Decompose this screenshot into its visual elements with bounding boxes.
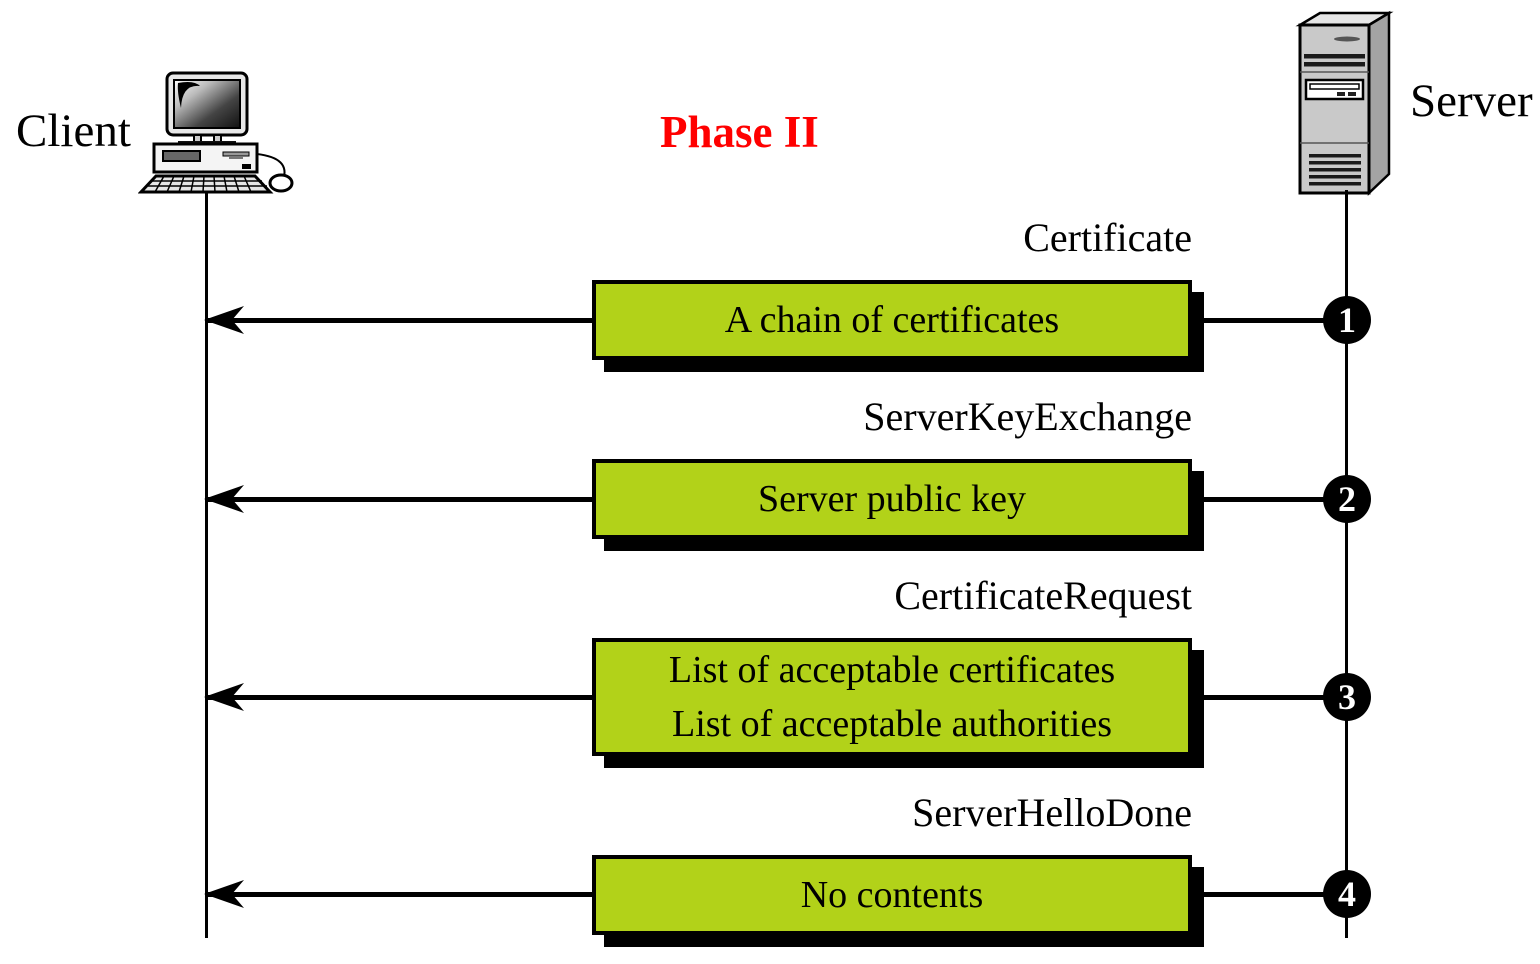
message-content: List of acceptable authorities — [672, 703, 1112, 745]
message-content: List of acceptable certificates — [668, 649, 1116, 691]
arrow-line-left-4 — [207, 892, 592, 897]
message-box-certificate: A chain of certificates — [592, 280, 1192, 360]
client-lifeline — [205, 192, 208, 938]
message-number-badge-3: 3 — [1323, 673, 1371, 721]
client-computer-icon — [137, 56, 303, 201]
connector-line-right-1 — [1202, 318, 1324, 323]
left-arrowhead-icon — [204, 880, 244, 908]
arrow-line-left-1 — [207, 318, 592, 323]
left-arrowhead-icon — [204, 306, 244, 334]
message-content: No contents — [800, 874, 984, 916]
connector-line-right-2 — [1202, 497, 1324, 502]
message-box-certificaterequest: List of acceptable certificates List of … — [592, 638, 1192, 756]
message-number-badge-1: 1 — [1323, 296, 1371, 344]
message-box-serverkeyexchange: Server public key — [592, 459, 1192, 539]
message-number-badge-4: 4 — [1323, 870, 1371, 918]
server-tower-icon — [1290, 8, 1395, 203]
connector-line-right-3 — [1202, 695, 1324, 700]
left-arrowhead-icon — [204, 683, 244, 711]
phase-title: Phase II — [660, 107, 819, 157]
message-number-badge-2: 2 — [1323, 475, 1371, 523]
message-name-certificate: Certificate — [1023, 215, 1192, 260]
message-name-serverhellodone: ServerHelloDone — [912, 790, 1192, 835]
arrow-line-left-2 — [207, 497, 592, 502]
server-lifeline — [1345, 190, 1348, 938]
message-box-serverhellodone: No contents — [592, 855, 1192, 935]
client-label: Client — [16, 105, 131, 157]
connector-line-right-4 — [1202, 892, 1324, 897]
arrow-line-left-3 — [207, 695, 592, 700]
message-name-certificaterequest: CertificateRequest — [894, 573, 1192, 618]
server-label: Server — [1410, 75, 1533, 127]
message-content: A chain of certificates — [724, 299, 1060, 341]
left-arrowhead-icon — [204, 485, 244, 513]
message-content: Server public key — [757, 478, 1027, 520]
message-name-serverkeyexchange: ServerKeyExchange — [863, 394, 1192, 439]
